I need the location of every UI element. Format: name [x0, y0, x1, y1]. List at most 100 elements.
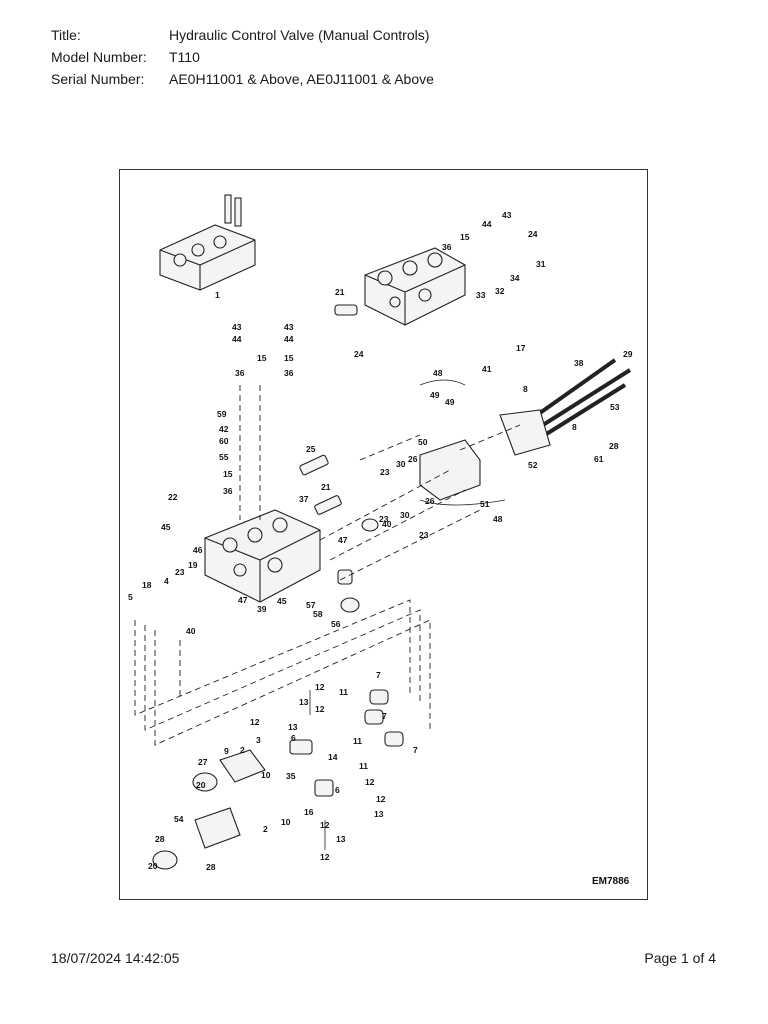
part-callout: 40 — [186, 626, 196, 636]
part-callout: 45 — [277, 596, 287, 606]
part-callout: 32 — [495, 286, 505, 296]
part-callout: 8 — [572, 422, 577, 432]
part-callout: 13 — [288, 722, 298, 732]
part-callout: 4 — [164, 576, 169, 586]
part-callout: 21 — [321, 482, 331, 492]
figure-id: EM7886 — [592, 876, 630, 887]
model-row: Model Number: T110 — [51, 46, 434, 68]
part-callout: 43 — [284, 322, 294, 332]
part-callout: 23 — [380, 467, 390, 477]
part-callout: 56 — [331, 619, 341, 629]
serial-row: Serial Number: AE0H11001 & Above, AE0J11… — [51, 68, 434, 90]
part-callout: 13 — [374, 809, 384, 819]
part-callout: 22 — [168, 492, 178, 502]
part-callout: 2 — [240, 745, 245, 755]
part-callout: 50 — [418, 437, 428, 447]
part-callout: 31 — [536, 259, 546, 269]
part-callout: 49 — [445, 397, 455, 407]
part-callout: 20 — [196, 780, 206, 790]
part-callout: 30 — [400, 510, 410, 520]
part-callout: 15 — [284, 353, 294, 363]
part-callout: 15 — [257, 353, 267, 363]
part-callout: 12 — [376, 794, 386, 804]
part-callout: 5 — [128, 592, 133, 602]
part-callout: 1 — [215, 290, 220, 300]
part-callout: 11 — [353, 736, 362, 746]
part-callout: 26 — [425, 496, 435, 506]
part-callout: 20 — [148, 861, 158, 871]
part-callout: 28 — [155, 834, 165, 844]
diagram-artwork — [134, 194, 632, 870]
serial-value: AE0H11001 & Above, AE0J11001 & Above — [169, 71, 434, 87]
part-callout: 38 — [574, 358, 584, 368]
part-callout: 35 — [286, 771, 296, 781]
part-callout: 60 — [219, 436, 229, 446]
part-callout: 27 — [198, 757, 208, 767]
part-callout: 12 — [320, 820, 330, 830]
part-callout: 7 — [376, 670, 381, 680]
part-callout: 47 — [338, 535, 348, 545]
part-callout: 42 — [219, 424, 229, 434]
footer-timestamp: 18/07/2024 14:42:05 — [51, 950, 180, 966]
part-callout: 58 — [313, 609, 323, 619]
part-callout: 41 — [482, 364, 492, 374]
part-callout: 10 — [281, 817, 291, 827]
part-callout: 43 — [502, 210, 512, 220]
part-callout: 9 — [224, 746, 229, 756]
part-callout: 51 — [480, 499, 490, 509]
part-callout: 43 — [232, 322, 242, 332]
part-callout: 47 — [238, 595, 248, 605]
part-callout: 39 — [257, 604, 267, 614]
part-callout: 36 — [223, 486, 233, 496]
part-callout: 6 — [291, 733, 296, 743]
title-row: Title: Hydraulic Control Valve (Manual C… — [51, 24, 434, 46]
part-callout: 36 — [235, 368, 245, 378]
part-callout: 11 — [359, 761, 368, 771]
part-callout: 12 — [315, 704, 325, 714]
part-callout: 46 — [193, 545, 203, 555]
part-callout: 49 — [430, 390, 440, 400]
part-callout: 40 — [382, 519, 392, 529]
part-callout: 3 — [256, 735, 261, 745]
part-callout: 52 — [528, 460, 538, 470]
footer-page-number: Page 1 of 4 — [644, 950, 716, 966]
part-callout: 29 — [623, 349, 633, 359]
part-callout: 57 — [306, 600, 316, 610]
part-callout: 21 — [335, 287, 345, 297]
part-callout: 55 — [219, 452, 229, 462]
part-callout: 36 — [442, 242, 452, 252]
part-callout: 12 — [365, 777, 375, 787]
part-callout: 23 — [419, 530, 429, 540]
header-block: Title: Hydraulic Control Valve (Manual C… — [51, 24, 434, 90]
part-callout: 8 — [523, 384, 528, 394]
part-callout: 45 — [161, 522, 171, 532]
part-callout: 24 — [528, 229, 538, 239]
part-callout: 28 — [609, 441, 619, 451]
part-callout: 34 — [510, 273, 520, 283]
part-callout: 7 — [413, 745, 418, 755]
part-callout: 2 — [263, 824, 268, 834]
part-callout: 37 — [299, 494, 309, 504]
part-callout: 26 — [408, 454, 418, 464]
part-callout: 61 — [594, 454, 604, 464]
part-callout: 36 — [284, 368, 294, 378]
part-callout: 25 — [306, 444, 316, 454]
part-callout: 23 — [175, 567, 185, 577]
part-callout: 54 — [174, 814, 184, 824]
part-callout: 44 — [482, 219, 492, 229]
part-callout: 12 — [250, 717, 260, 727]
part-callout: 23 — [379, 514, 389, 524]
serial-label: Serial Number: — [51, 71, 145, 87]
part-callout: 12 — [320, 852, 330, 862]
part-callout: 30 — [396, 459, 406, 469]
part-callout: 14 — [328, 752, 338, 762]
model-label: Model Number: — [51, 49, 147, 65]
title-label: Title: — [51, 27, 81, 43]
part-callout: 15 — [460, 232, 470, 242]
part-callout: 12 — [315, 682, 325, 692]
part-callout: 53 — [610, 402, 620, 412]
part-callout: 15 — [223, 469, 233, 479]
part-callout: 11 — [339, 687, 348, 697]
